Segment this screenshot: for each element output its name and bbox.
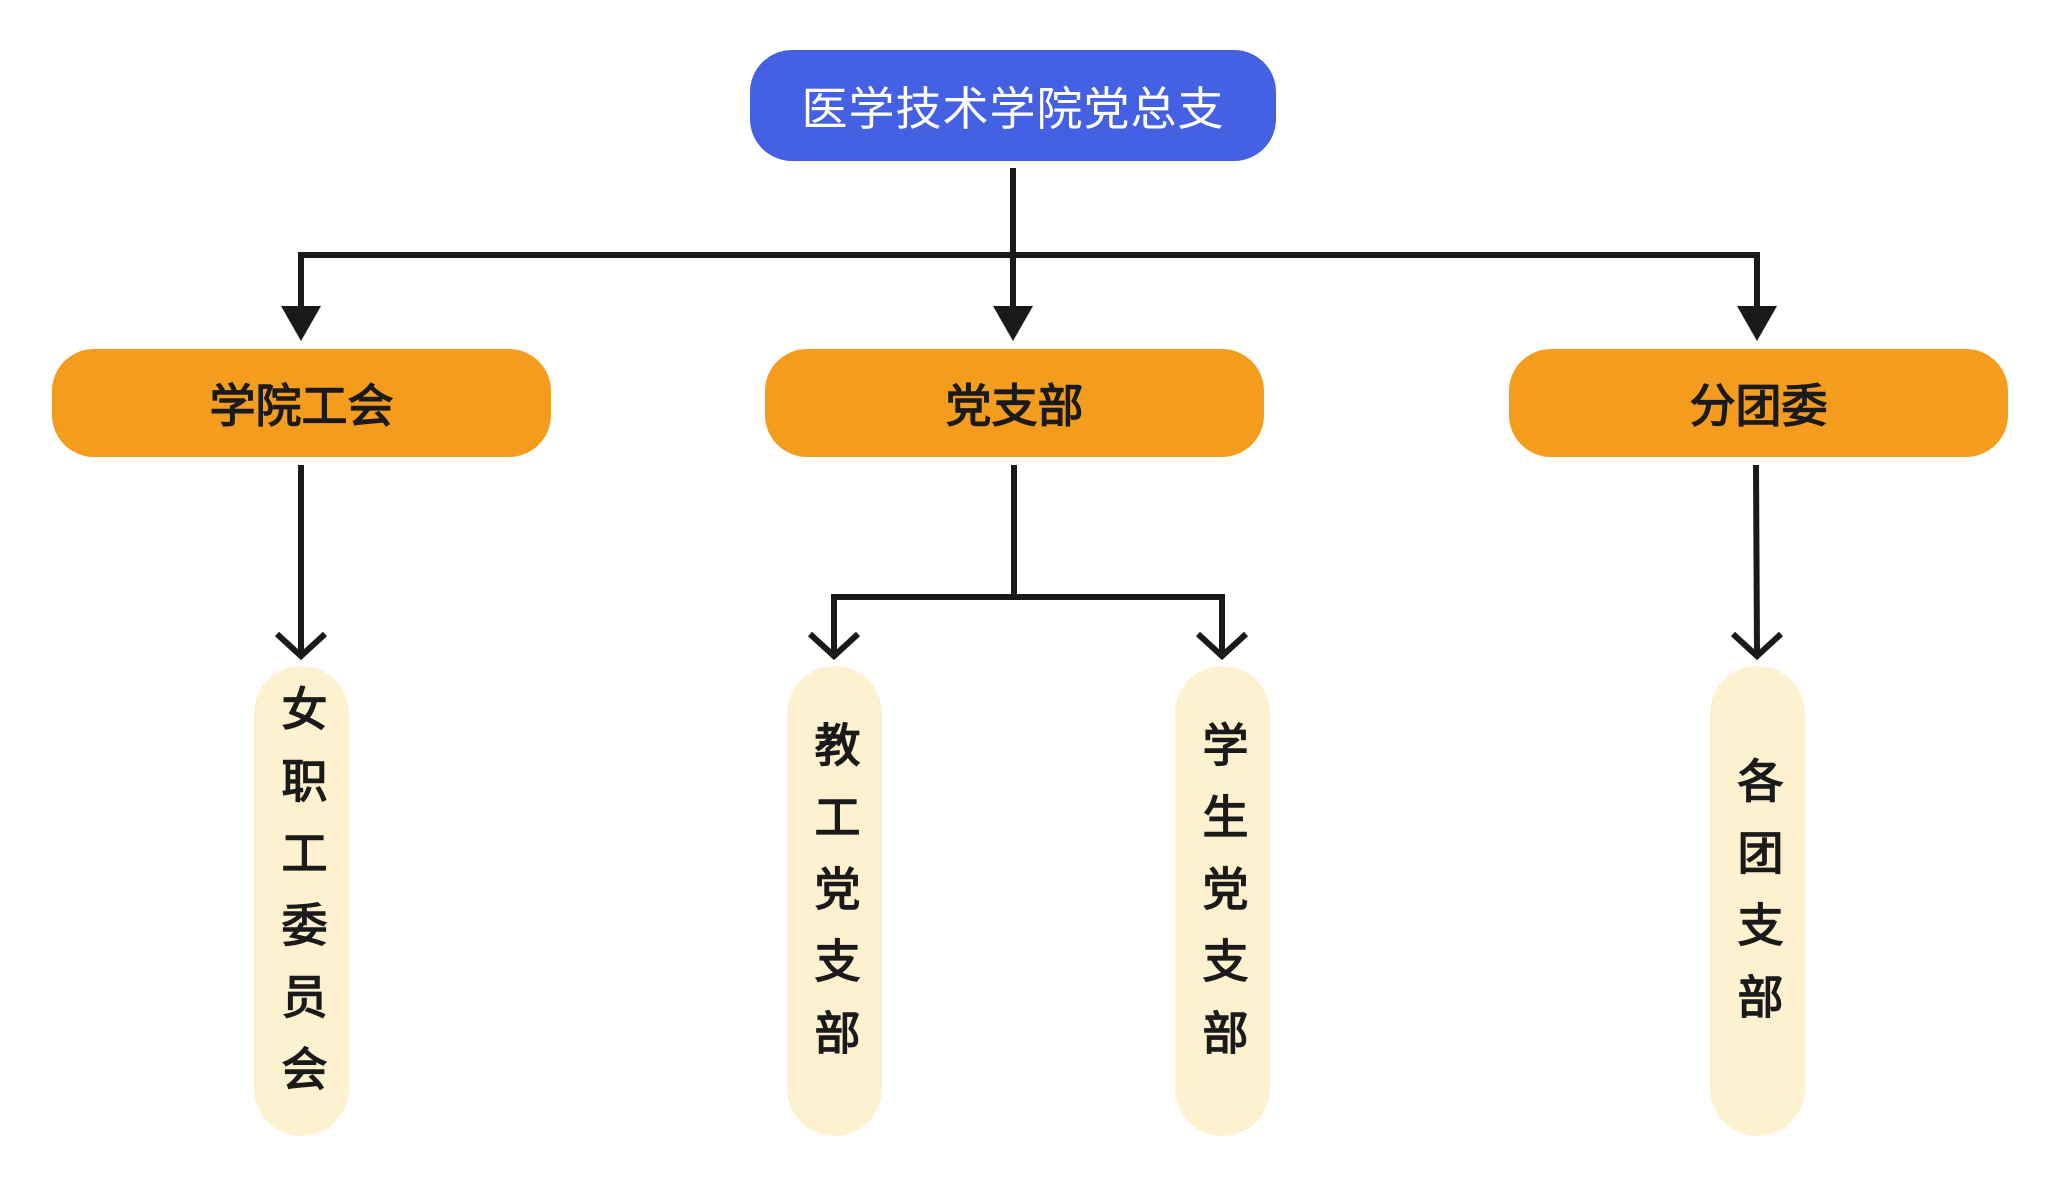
staff-party-branch-node: 教工党支部 — [787, 666, 882, 1136]
connector-league-down — [1753, 464, 1760, 653]
union-node-label: 学院工会 — [209, 379, 394, 433]
league-committee-node-label: 分团委 — [1689, 379, 1828, 433]
arrowhead-filled-union — [281, 306, 321, 341]
arrowhead-open-league — [1730, 631, 1784, 661]
league-branches-node: 各团支部 — [1710, 666, 1805, 1136]
league-committee-node: 分团委 — [1509, 349, 2008, 457]
arrowhead-filled-league — [1737, 306, 1777, 341]
arrowhead-filled-party — [993, 306, 1033, 341]
party-branch-node: 党支部 — [765, 349, 1264, 457]
staff-party-branch-node-label: 教工党支部 — [807, 721, 862, 1081]
root-node: 医学技术学院党总支 — [750, 50, 1276, 161]
student-party-branch-node-label: 学生党支部 — [1195, 721, 1250, 1081]
league-branches-node-label: 各团支部 — [1730, 757, 1785, 1045]
student-party-branch-node: 学生党支部 — [1175, 666, 1270, 1136]
arrowhead-open-student — [1195, 631, 1249, 661]
root-node-label: 医学技术学院党总支 — [801, 81, 1225, 136]
women-committee-node-label: 女职工委员会 — [274, 685, 329, 1117]
arrowhead-open-women — [274, 631, 328, 661]
arrowhead-open-staff — [807, 631, 861, 661]
union-node: 学院工会 — [52, 349, 551, 457]
party-branch-node-label: 党支部 — [945, 379, 1084, 433]
connector-party-bar — [831, 594, 1225, 652]
connector-root-bar — [298, 252, 1760, 306]
women-committee-node: 女职工委员会 — [254, 666, 349, 1136]
